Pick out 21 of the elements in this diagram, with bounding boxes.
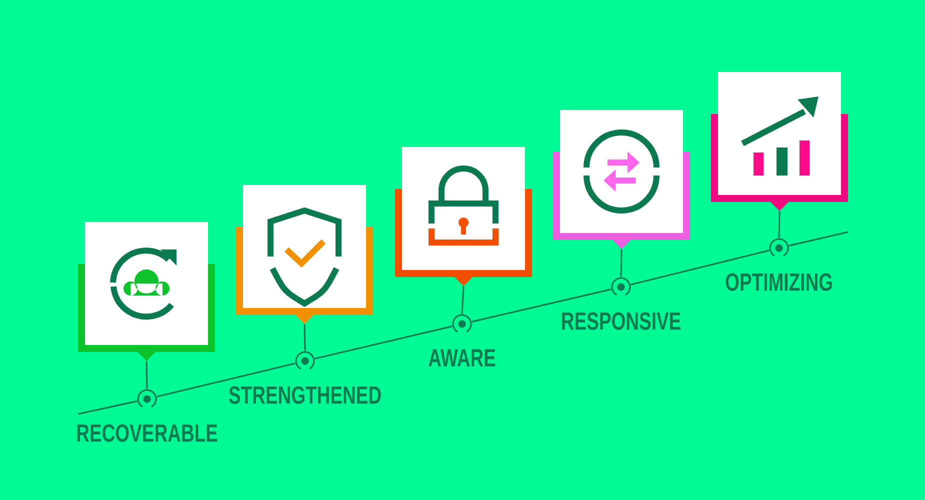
timeline-line (156, 362, 296, 398)
milestone-dot (295, 351, 315, 370)
milestone-dot (769, 238, 789, 256)
stage-label: OPTIMIZING (726, 273, 832, 291)
stage-label: RESPONSIVE (562, 312, 680, 330)
milestone-dot (137, 389, 157, 408)
timeline-line (788, 231, 848, 246)
connector-line (461, 286, 464, 314)
stage-label: RECOVERABLE (77, 424, 218, 442)
connector-line (146, 361, 148, 389)
connector-line (620, 249, 622, 277)
stage-label: STRENGTHENED (228, 386, 381, 404)
timeline-line (78, 400, 138, 415)
timeline-line (472, 288, 612, 322)
timeline-line (630, 250, 770, 286)
stage-label: AWARE (428, 349, 496, 366)
connector-line (778, 211, 780, 238)
milestone-dot (611, 277, 631, 296)
timeline-line (314, 326, 452, 360)
connector-line (304, 324, 306, 351)
milestone-dot (452, 314, 472, 332)
